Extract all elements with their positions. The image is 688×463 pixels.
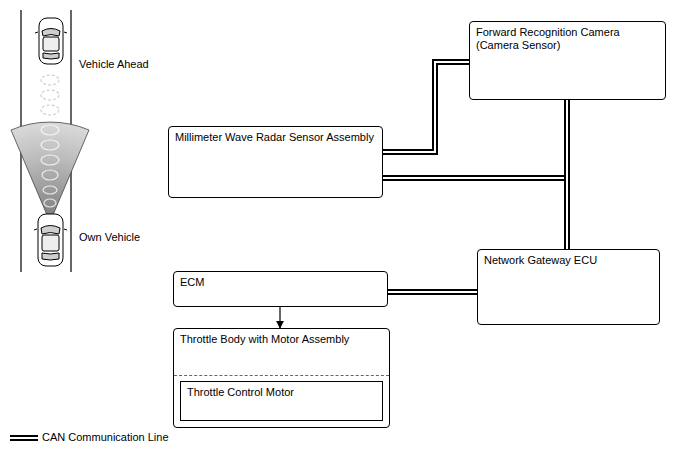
control-line (280, 307, 281, 328)
ecu-box: ECM (173, 271, 388, 307)
figure-label: Vehicle Ahead (79, 58, 149, 71)
legend-text: CAN Communication Line (42, 431, 169, 444)
dashed-divider (174, 375, 389, 376)
can-line-inner (388, 291, 477, 293)
can-line-outer (383, 178, 567, 249)
can-line-outer (383, 62, 469, 152)
can-line (388, 292, 477, 293)
radar-cone (11, 122, 89, 222)
box-label: Millimeter Wave Radar Sensor Assembly (169, 127, 382, 148)
ecu-box: Network Gateway ECU (477, 249, 660, 325)
can-line-inner (566, 100, 568, 249)
can-line (567, 100, 568, 249)
can-line-outer (388, 289, 477, 295)
component-box: Throttle Control Motor (180, 381, 383, 421)
ecu-box: Millimeter Wave Radar Sensor Assembly (168, 126, 383, 198)
radar-waves (41, 125, 59, 207)
vehicle-ahead (35, 18, 67, 64)
wave-trail (41, 75, 59, 115)
can-line-outer (564, 100, 570, 249)
box-label: Forward Recognition Camera (Camera Senso… (470, 22, 665, 56)
can-line-inner (383, 178, 567, 249)
box-label: ECM (174, 272, 387, 293)
own-vehicle (34, 214, 67, 266)
box-label: Throttle Body with Motor Assembly (174, 329, 389, 350)
can-line (383, 178, 567, 249)
box-label: Throttle Control Motor (181, 382, 382, 403)
ecu-box: Throttle Body with Motor AssemblyThrottl… (173, 328, 390, 428)
figure-label: Own Vehicle (79, 231, 140, 244)
can-line (383, 62, 469, 152)
arrow-line (279, 307, 280, 328)
can-line-inner (383, 62, 469, 152)
ecu-box: Forward Recognition Camera (Camera Senso… (469, 21, 666, 100)
legend-can-sample (10, 438, 38, 439)
box-label: Network Gateway ECU (478, 250, 659, 271)
